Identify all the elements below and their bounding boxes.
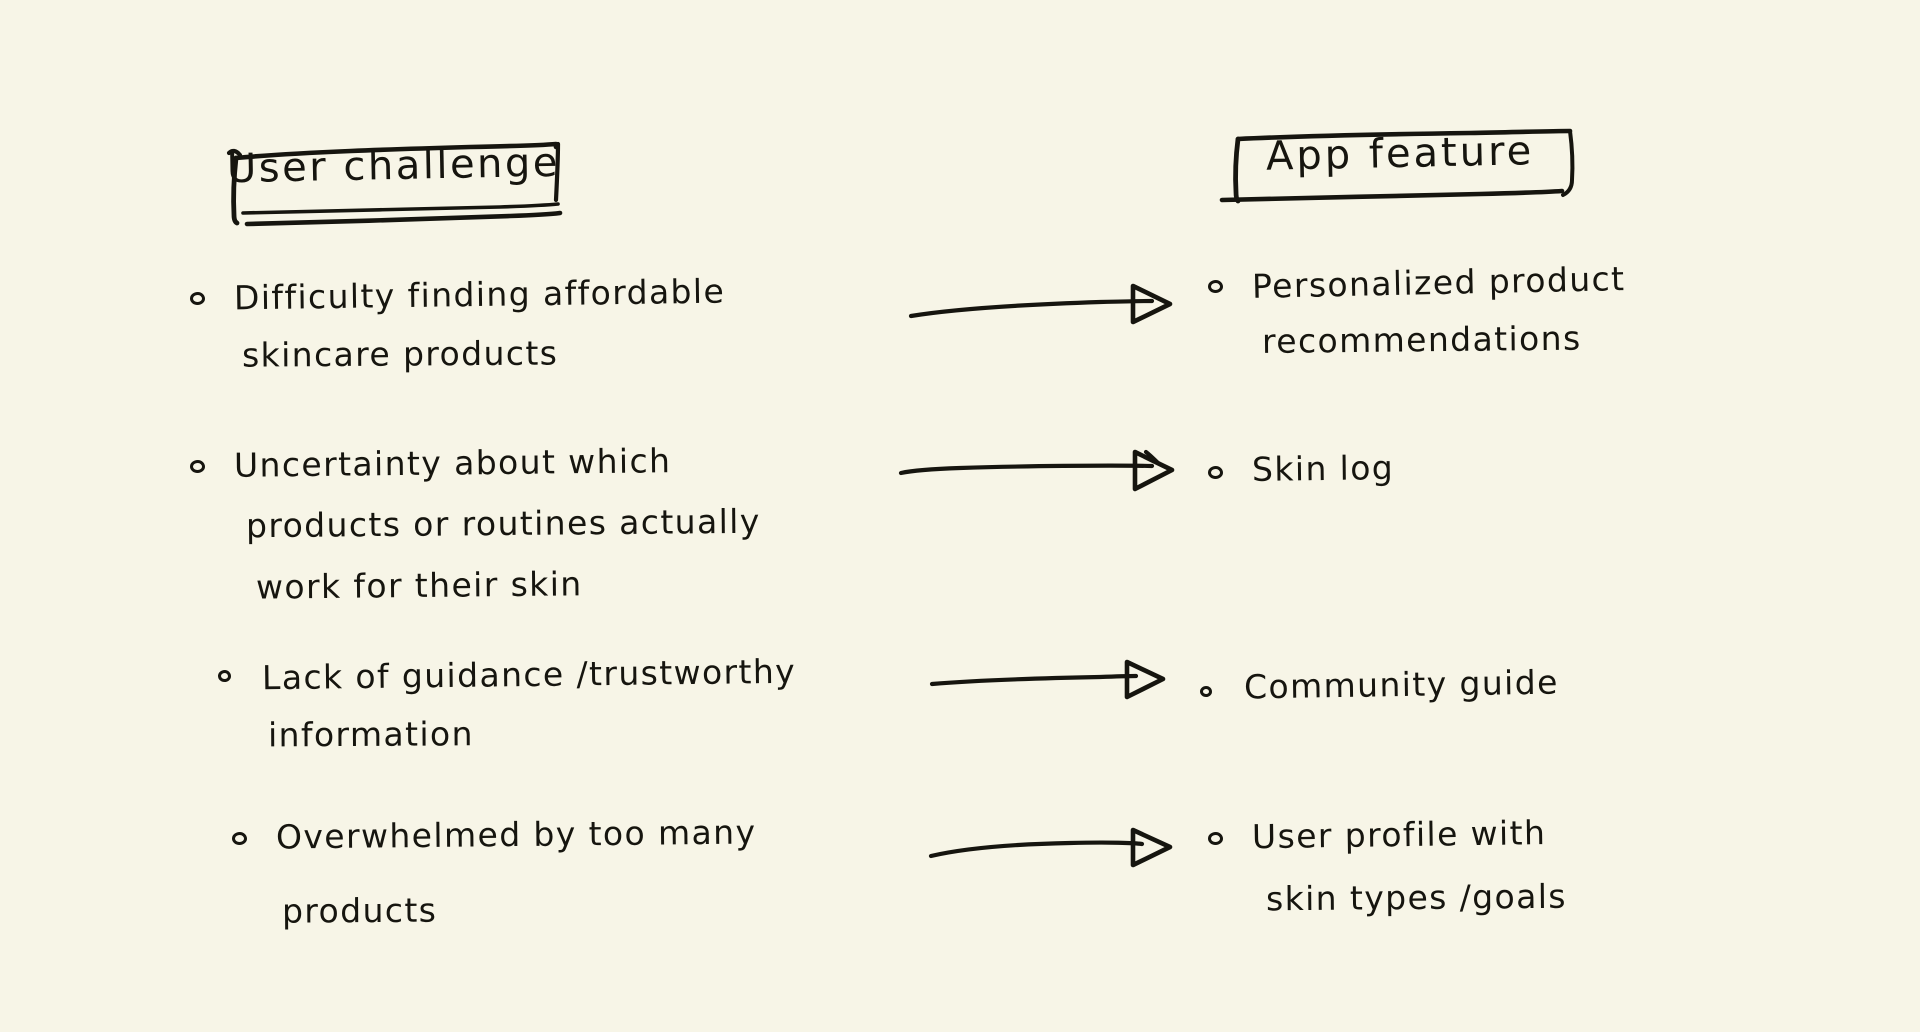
- list-item-challenge-3: Overwhelmed by too many products: [232, 812, 757, 931]
- list-item-feature-0: Personalized product recommendations: [1208, 259, 1626, 361]
- list-item-feature-2: Community guide: [1200, 662, 1560, 707]
- text-line: recommendations: [1261, 318, 1582, 361]
- bullet-icon: [190, 460, 205, 473]
- list-item-feature-1: Skin log: [1208, 448, 1395, 489]
- bullet-icon: [218, 670, 231, 682]
- feature-1-text: Skin log: [1251, 448, 1395, 489]
- feature-3-text: User profile with skin types /goals: [1251, 813, 1568, 919]
- header-left-box: [226, 141, 563, 227]
- bullet-icon: [1200, 686, 1212, 697]
- list-item-challenge-2: Lack of guidance /trustworthy informatio…: [218, 651, 797, 755]
- text-line: skincare products: [241, 333, 559, 375]
- challenge-2-text: Lack of guidance /trustworthy informatio…: [261, 651, 797, 755]
- column-header-left-label: User challenge: [226, 139, 560, 193]
- arrow-challenge-0-to-feature-0: [908, 283, 1173, 325]
- arrow-challenge-3-to-feature-3: [928, 827, 1173, 868]
- bullet-icon: [1208, 466, 1223, 479]
- text-line: Community guide: [1243, 662, 1560, 707]
- feature-2-text: Community guide: [1243, 662, 1560, 707]
- text-line: Difficulty finding affordable: [233, 271, 726, 318]
- bullet-icon: [232, 832, 247, 845]
- column-header-app-feature: App feature: [1232, 124, 1568, 186]
- header-right-box: [1219, 128, 1575, 204]
- text-line: Uncertainty about which: [233, 441, 672, 485]
- arrow-challenge-2-to-feature-2: [929, 659, 1166, 700]
- list-item-feature-3: User profile with skin types /goals: [1208, 813, 1568, 919]
- text-line: Personalized product: [1251, 259, 1626, 306]
- arrow-challenge-1-to-feature-1: [898, 449, 1175, 492]
- text-line: products or routines actually: [245, 501, 761, 546]
- challenge-3-text: Overwhelmed by too many products: [275, 812, 757, 931]
- text-line: work for their skin: [255, 564, 583, 607]
- text-line: Lack of guidance /trustworthy: [261, 651, 797, 698]
- challenge-1-text: Uncertainty about which products or rout…: [233, 441, 761, 607]
- text-line: Overwhelmed by too many: [275, 812, 757, 857]
- text-line: Skin log: [1251, 448, 1395, 489]
- column-header-right-label: App feature: [1265, 128, 1535, 180]
- column-header-user-challenge: User challenge: [226, 136, 560, 198]
- list-item-challenge-0: Difficulty finding affordable skincare p…: [190, 271, 726, 375]
- challenge-0-text: Difficulty finding affordable skincare p…: [233, 271, 726, 375]
- bullet-icon: [1208, 280, 1223, 293]
- text-line: skin types /goals: [1265, 876, 1568, 919]
- text-line: information: [267, 714, 474, 755]
- bullet-icon: [1208, 832, 1223, 845]
- text-line: User profile with: [1251, 813, 1547, 857]
- feature-0-text: Personalized product recommendations: [1252, 259, 1626, 361]
- text-line: products: [281, 890, 438, 931]
- list-item-challenge-1: Uncertainty about which products or rout…: [190, 441, 761, 607]
- bullet-icon: [190, 292, 205, 305]
